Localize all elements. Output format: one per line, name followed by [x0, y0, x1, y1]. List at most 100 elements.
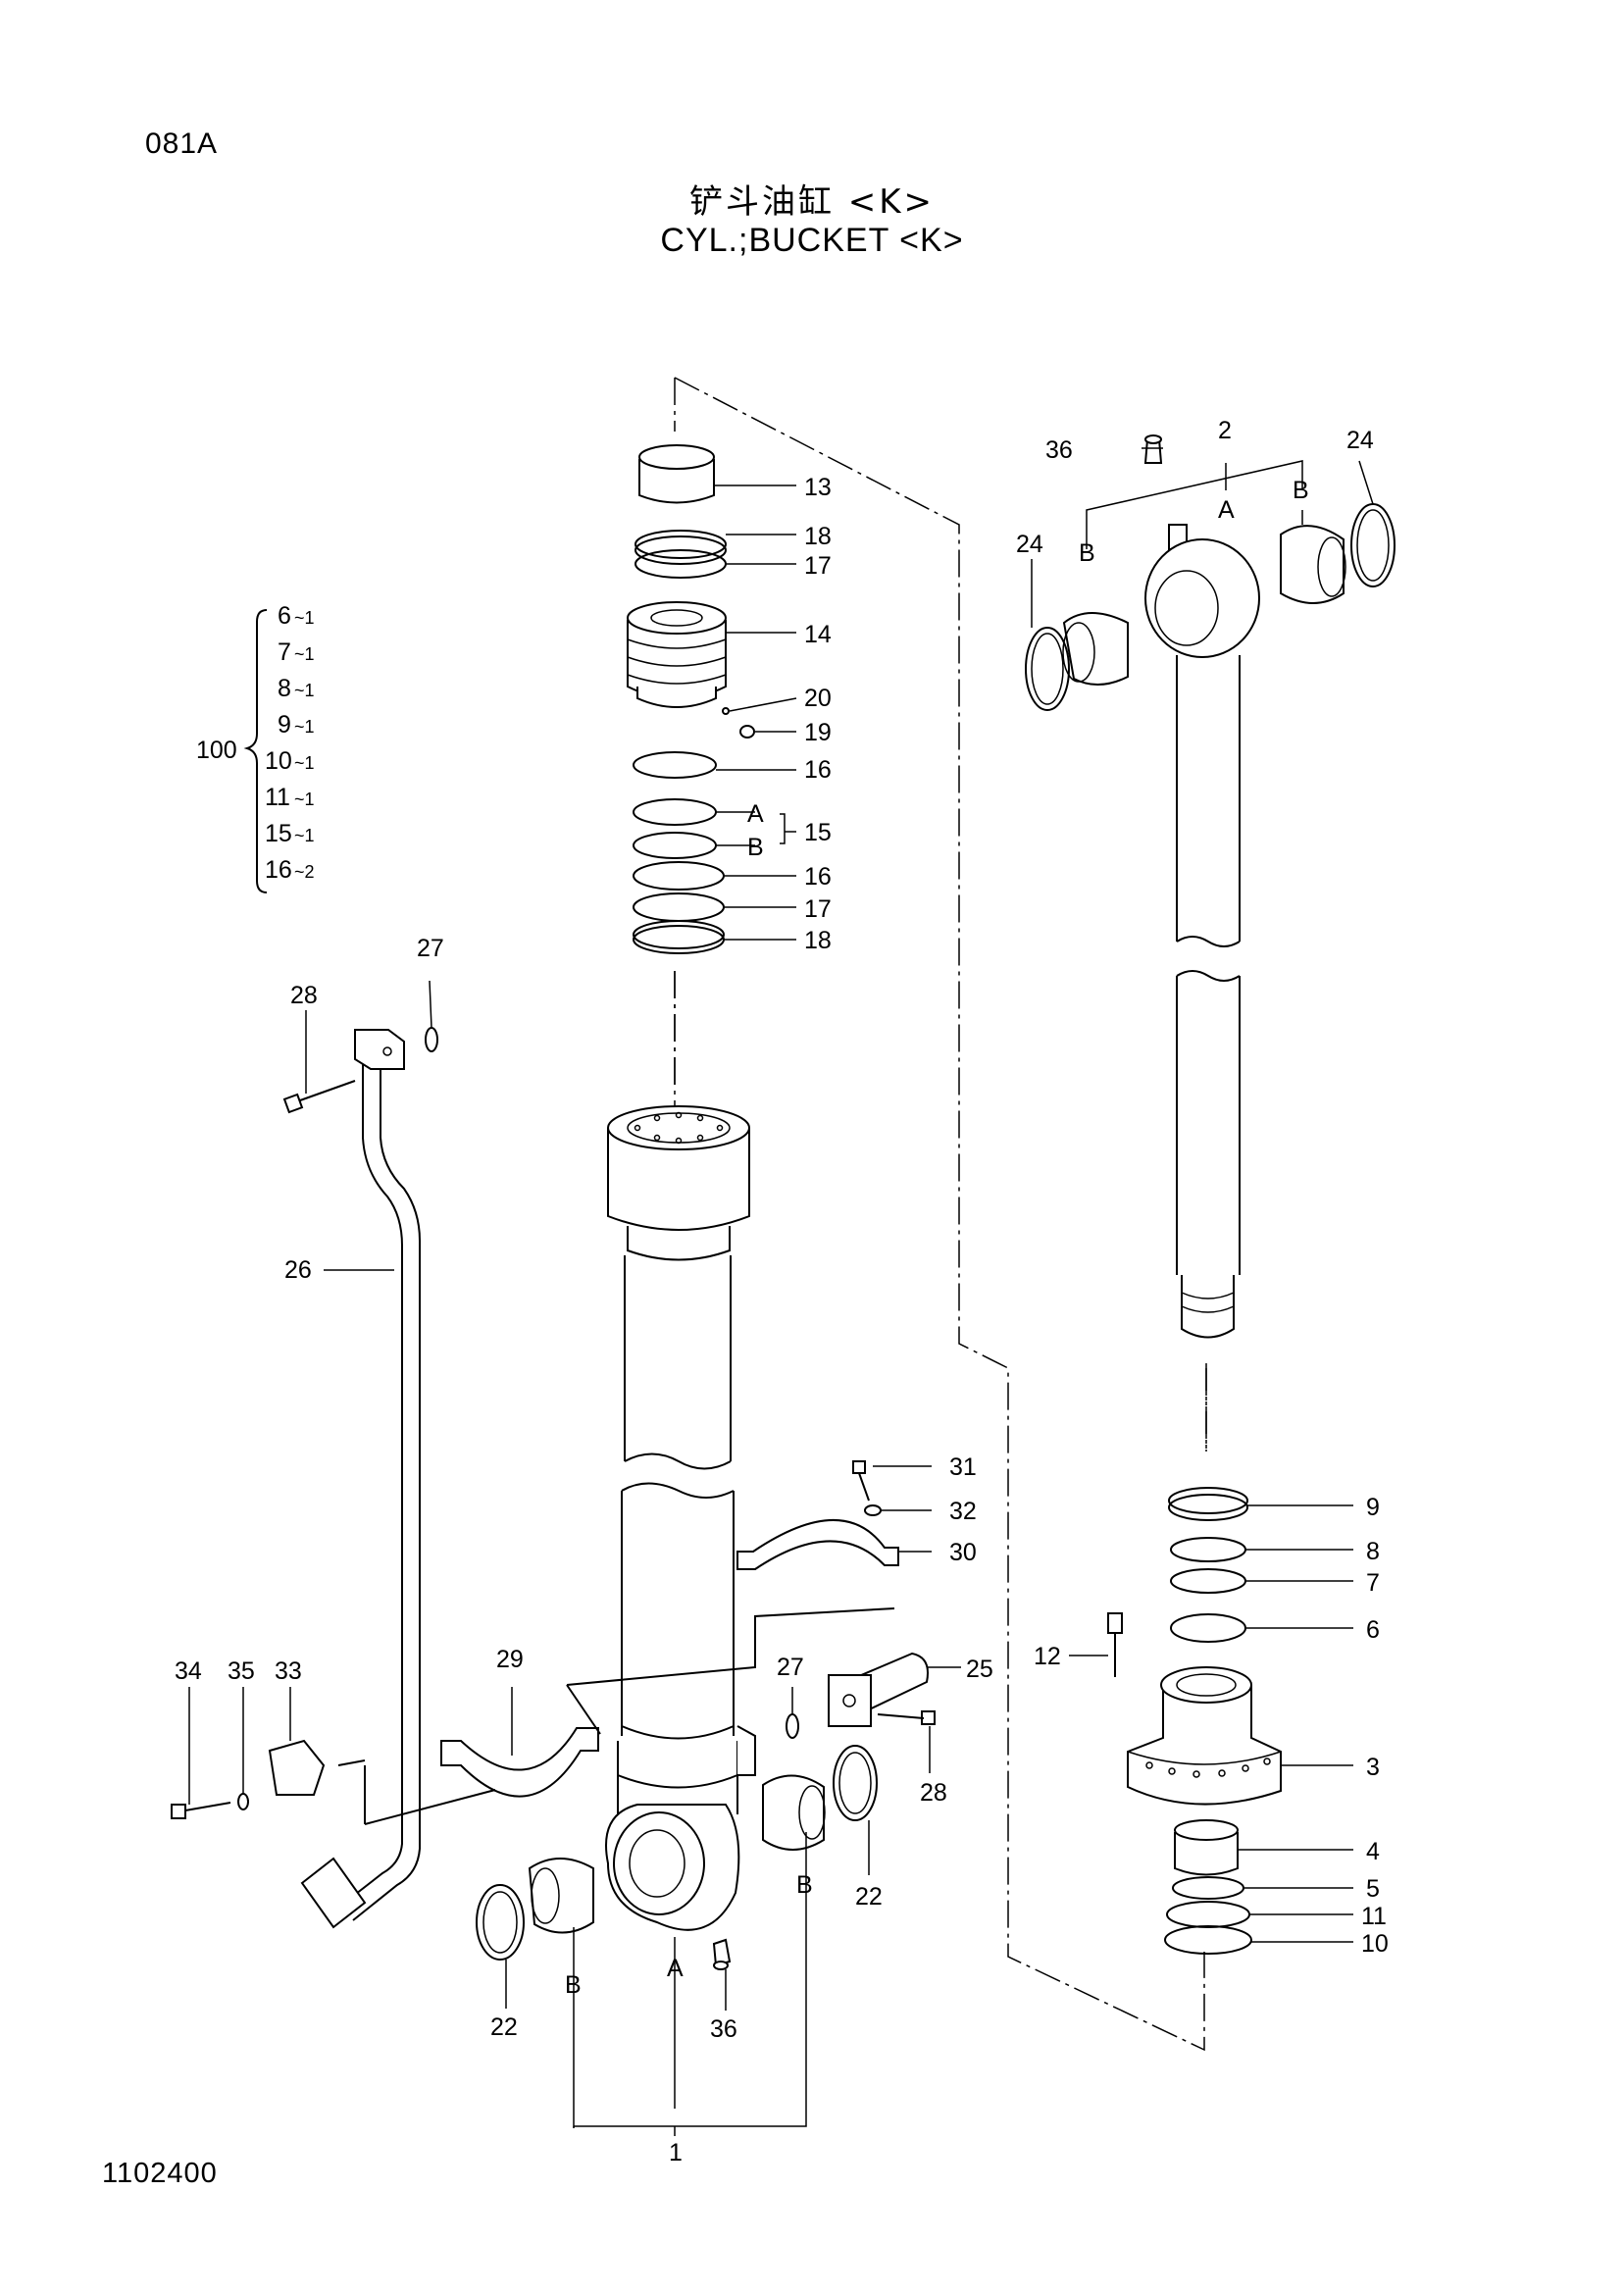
- document-number: 1102400: [102, 2158, 218, 2189]
- callout-1-b: B: [796, 1871, 813, 1899]
- callout-16: 16: [804, 863, 832, 891]
- callout-26: 26: [284, 1256, 312, 1284]
- bushing-rod-left: [1062, 612, 1129, 686]
- callout-15-b: B: [747, 834, 764, 861]
- callout-7: 7: [1366, 1569, 1380, 1597]
- bolt-28-top: [282, 1080, 356, 1114]
- kit-item-part: 6: [278, 602, 291, 630]
- seal-15-a: [633, 798, 717, 826]
- clamp-29: [440, 1727, 599, 1798]
- block-33: [268, 1739, 326, 1796]
- callout-22: 22: [855, 1883, 883, 1911]
- bolt-31: [852, 1460, 870, 1502]
- callout-17: 17: [804, 552, 832, 580]
- callout-9: 9: [1366, 1494, 1380, 1521]
- callout-18: 18: [804, 523, 832, 550]
- clamp-30: [736, 1519, 899, 1570]
- ring-18-lower: [633, 920, 725, 954]
- callout-1-b: B: [565, 1971, 582, 1999]
- callout-16: 16: [804, 756, 832, 784]
- rod-2: [1144, 524, 1260, 1339]
- callout-11: 11: [1361, 1903, 1387, 1930]
- cylinder-tube-1: [605, 1105, 756, 1931]
- seal-8: [1170, 1537, 1246, 1562]
- callout-4: 4: [1366, 1838, 1380, 1865]
- bushing-tube-right: [762, 1774, 826, 1851]
- callout-5: 5: [1366, 1875, 1380, 1903]
- kit-item-part: 15: [265, 820, 292, 847]
- callout-31: 31: [949, 1453, 977, 1481]
- bushing-tube-left: [528, 1858, 594, 1934]
- callout-27: 27: [417, 935, 444, 962]
- clamp-bracket-lines: [337, 1607, 895, 1825]
- callout-34: 34: [175, 1657, 202, 1685]
- seal-10: [1164, 1925, 1252, 1955]
- callout-14: 14: [804, 621, 832, 648]
- bushing-rod-right: [1280, 525, 1346, 604]
- callout-19: 19: [804, 719, 832, 746]
- callout-2-b: B: [1293, 477, 1309, 504]
- callout-35: 35: [228, 1657, 255, 1685]
- callout-24: 24: [1346, 427, 1374, 454]
- page-code: 081A: [145, 127, 219, 160]
- callout-18: 18: [804, 927, 832, 954]
- callout-15-a: A: [747, 800, 764, 828]
- kit-number-label: 100: [196, 737, 237, 764]
- kit-item-qty: ~2: [294, 862, 315, 882]
- kit-item-part: 9: [278, 711, 291, 739]
- bolt-34: [171, 1802, 231, 1819]
- callout-28: 28: [920, 1779, 947, 1807]
- callout-29: 29: [496, 1646, 524, 1673]
- kit-item-qty: ~1: [294, 608, 315, 628]
- callout-1-a: A: [667, 1955, 684, 1982]
- seal-22-left: [476, 1884, 525, 1961]
- seal-7: [1170, 1568, 1246, 1594]
- callout-2: 2: [1218, 417, 1232, 444]
- kit-item-part: 16: [265, 856, 292, 884]
- grease-fitting-36-top: [1143, 434, 1163, 464]
- callout-1: 1: [669, 2139, 683, 2166]
- callout-22: 22: [490, 2013, 518, 2041]
- title-chinese: 铲斗油缸 <K>: [688, 182, 936, 222]
- piston-14: [627, 601, 727, 708]
- title-english: CYL.;BUCKET <K>: [660, 222, 964, 259]
- ring-11: [1166, 1901, 1250, 1928]
- seal-15-b: [633, 832, 717, 859]
- bolt-12: [1107, 1612, 1123, 1677]
- callout-28: 28: [290, 982, 318, 1009]
- cylinder-head-3: [1127, 1666, 1282, 1806]
- callout-6: 6: [1366, 1616, 1380, 1644]
- bushing-4: [1174, 1819, 1239, 1876]
- bolt-28-mid: [877, 1710, 936, 1725]
- callout-labels: 13 18 17 14 20 19 16 A B 15 16 17 18 36 …: [175, 417, 1389, 2166]
- kit-bracket: 100 6 ~1 7 ~1 8 ~1 9 ~1 10 ~1 11 ~1 15 ~…: [196, 602, 315, 893]
- kit-item-qty: ~1: [294, 681, 315, 700]
- callout-12: 12: [1034, 1643, 1061, 1670]
- callout-20: 20: [804, 685, 832, 712]
- bushing-13: [638, 444, 715, 504]
- grease-fitting-36-bottom: [712, 1938, 732, 1970]
- callout-33: 33: [275, 1657, 302, 1685]
- kit-item-part: 8: [278, 675, 291, 702]
- kit-item-qty: ~1: [294, 826, 315, 845]
- seal-16-upper: [633, 751, 717, 779]
- callout-13: 13: [804, 474, 832, 501]
- callout-2-b: B: [1079, 539, 1095, 567]
- seal-22-right: [833, 1745, 878, 1821]
- ring-17-lower: [633, 892, 725, 922]
- ring-5: [1172, 1876, 1244, 1900]
- callout-27: 27: [777, 1654, 804, 1681]
- callout-10: 10: [1361, 1930, 1389, 1958]
- kit-item-part: 7: [278, 638, 291, 666]
- oring-27-top: [425, 1027, 438, 1052]
- seal-16-lower: [633, 861, 725, 891]
- seal-6: [1170, 1613, 1246, 1643]
- washer-32: [864, 1504, 882, 1516]
- screw-19: [739, 725, 755, 739]
- callout-30: 30: [949, 1539, 977, 1566]
- seal-24-right: [1350, 503, 1396, 587]
- kit-item-qty: ~1: [294, 790, 315, 809]
- leader-lines: [188, 447, 1374, 2136]
- kit-item-qty: ~1: [294, 753, 315, 773]
